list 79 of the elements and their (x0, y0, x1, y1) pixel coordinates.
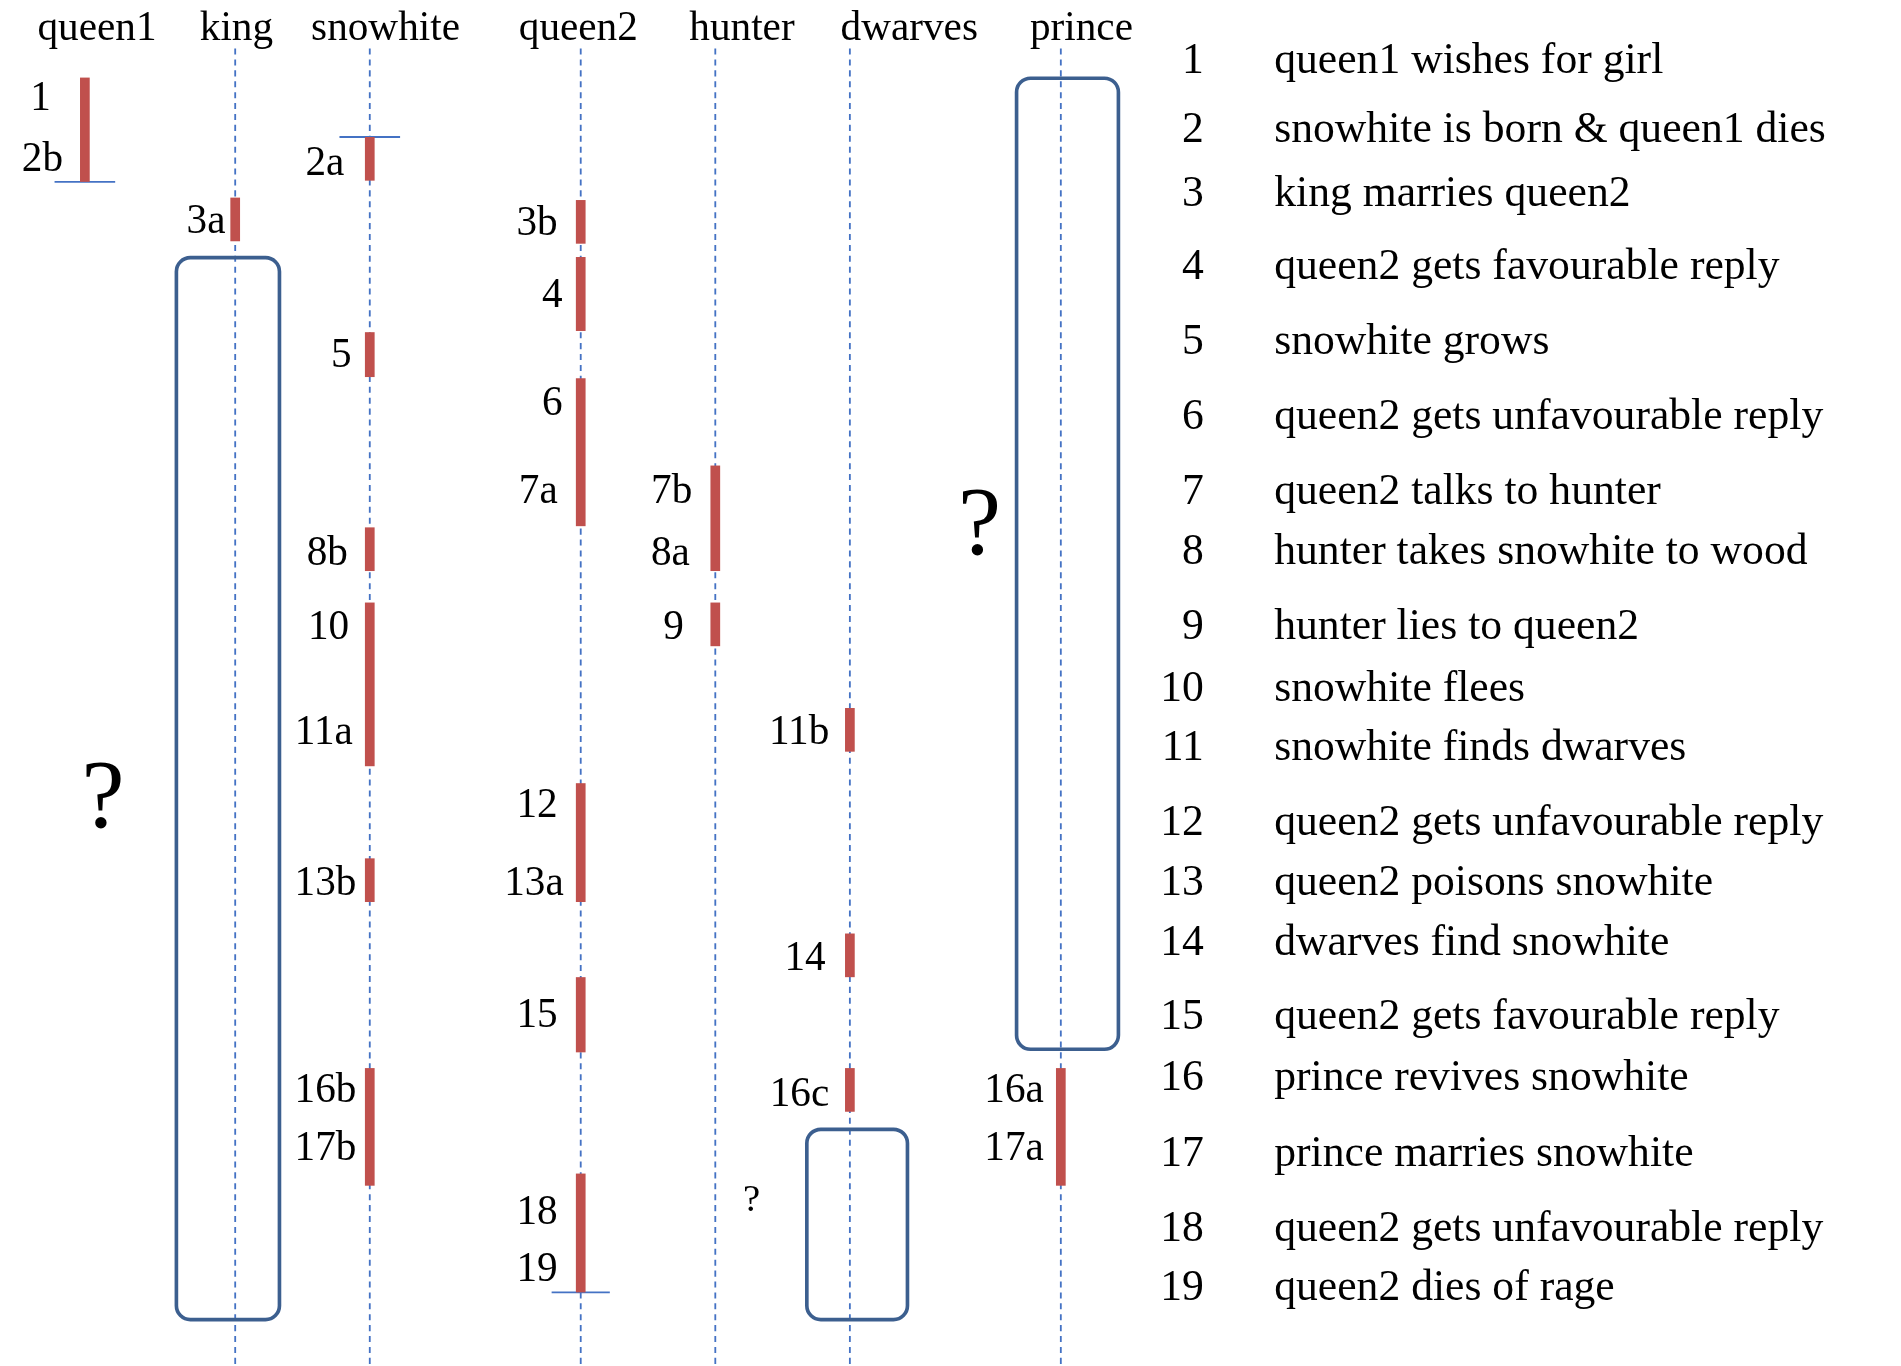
lifeline-label: queen1 (37, 6, 157, 48)
rounded-box (1014, 76, 1121, 1052)
event-number: 10 (1160, 664, 1204, 708)
event-number: 18 (1160, 1205, 1204, 1249)
event-number: 4 (1182, 242, 1204, 287)
event-number: 12 (1160, 798, 1204, 843)
question-mark: ? (958, 472, 1002, 570)
event-description: queen2 gets favourable reply (1274, 992, 1780, 1037)
event-label: 19 (516, 1247, 558, 1289)
event-number: 3 (1182, 169, 1204, 214)
event-number: 1 (1182, 36, 1204, 80)
event-label: 14 (784, 935, 826, 978)
event-number: 9 (1182, 602, 1204, 647)
event-label: 8a (650, 531, 690, 573)
event-number: 16 (1160, 1053, 1204, 1098)
event-label: 7a (518, 469, 558, 511)
lifeline-label: snowhite (311, 6, 460, 48)
event-description: hunter takes snowhite to wood (1274, 527, 1808, 572)
event-number: 2 (1182, 105, 1204, 150)
event-label: 3a (186, 198, 226, 241)
event-label: 8b (306, 531, 348, 573)
event-label: 12 (516, 783, 558, 825)
event-label: 7b (651, 469, 693, 511)
event-label: 4 (541, 272, 563, 314)
event-description: queen2 gets favourable reply (1274, 242, 1780, 287)
event-label: 16a (984, 1068, 1044, 1110)
event-label: 9 (663, 604, 684, 647)
event-number: 19 (1160, 1263, 1204, 1307)
event-label: 13a (504, 860, 564, 902)
event-label: 17b (294, 1126, 357, 1168)
event-number: 6 (1182, 392, 1204, 437)
lifeline-label: prince (1029, 6, 1133, 48)
lifeline-label: queen2 (518, 6, 638, 48)
event-description: hunter lies to queen2 (1274, 602, 1640, 647)
event-number: 13 (1160, 858, 1204, 902)
event-number: 15 (1160, 992, 1204, 1037)
event-number: 14 (1160, 919, 1204, 963)
event-label: 1 (30, 76, 51, 118)
event-description: queen2 poisons snowhite (1274, 858, 1714, 902)
event-label: 11a (294, 710, 353, 752)
event-description: queen2 gets unfavourable reply (1274, 392, 1824, 437)
event-label: 13b (294, 860, 357, 902)
lifeline-label: king (199, 6, 274, 48)
event-label: 16c (769, 1071, 830, 1113)
event-description: queen1 wishes for girl (1274, 36, 1664, 80)
event-number: 11 (1161, 723, 1204, 768)
event-number: 8 (1182, 527, 1204, 572)
event-description: snowhite finds dwarves (1274, 723, 1687, 768)
rounded-box (174, 255, 282, 1322)
event-label: 15 (516, 992, 558, 1035)
event-description: queen2 talks to hunter (1274, 467, 1661, 512)
event-description: king marries queen2 (1274, 169, 1631, 214)
event-label: 6 (541, 380, 563, 422)
lifeline-label: dwarves (840, 6, 978, 48)
event-description: queen2 gets unfavourable reply (1274, 1205, 1824, 1249)
event-label: 10 (307, 604, 350, 647)
event-description: prince marries snowhite (1274, 1129, 1694, 1174)
event-number: 7 (1182, 467, 1204, 512)
event-label: 3b (516, 201, 558, 243)
event-label: 17a (984, 1126, 1044, 1168)
event-description: snowhite grows (1274, 317, 1550, 362)
event-label: 2b (21, 137, 64, 179)
question-mark: ? (743, 1178, 761, 1218)
event-label: 11b (768, 710, 830, 752)
event-label: 16b (294, 1068, 357, 1110)
event-label: 18 (516, 1190, 558, 1232)
event-description: dwarves find snowhite (1274, 919, 1670, 963)
event-label: 2a (305, 140, 345, 182)
event-number: 17 (1160, 1129, 1204, 1174)
question-mark: ? (81, 745, 125, 843)
rounded-box (805, 1127, 910, 1322)
event-number: 5 (1182, 317, 1204, 362)
event-description: prince revives snowhite (1274, 1053, 1689, 1098)
event-label: 5 (331, 333, 352, 375)
event-description: queen2 gets unfavourable reply (1274, 798, 1824, 843)
event-description: snowhite is born & queen1 dies (1274, 105, 1826, 150)
event-description: snowhite flees (1274, 664, 1526, 708)
event-description: queen2 dies of rage (1274, 1263, 1615, 1307)
lifeline-label: hunter (689, 6, 795, 48)
